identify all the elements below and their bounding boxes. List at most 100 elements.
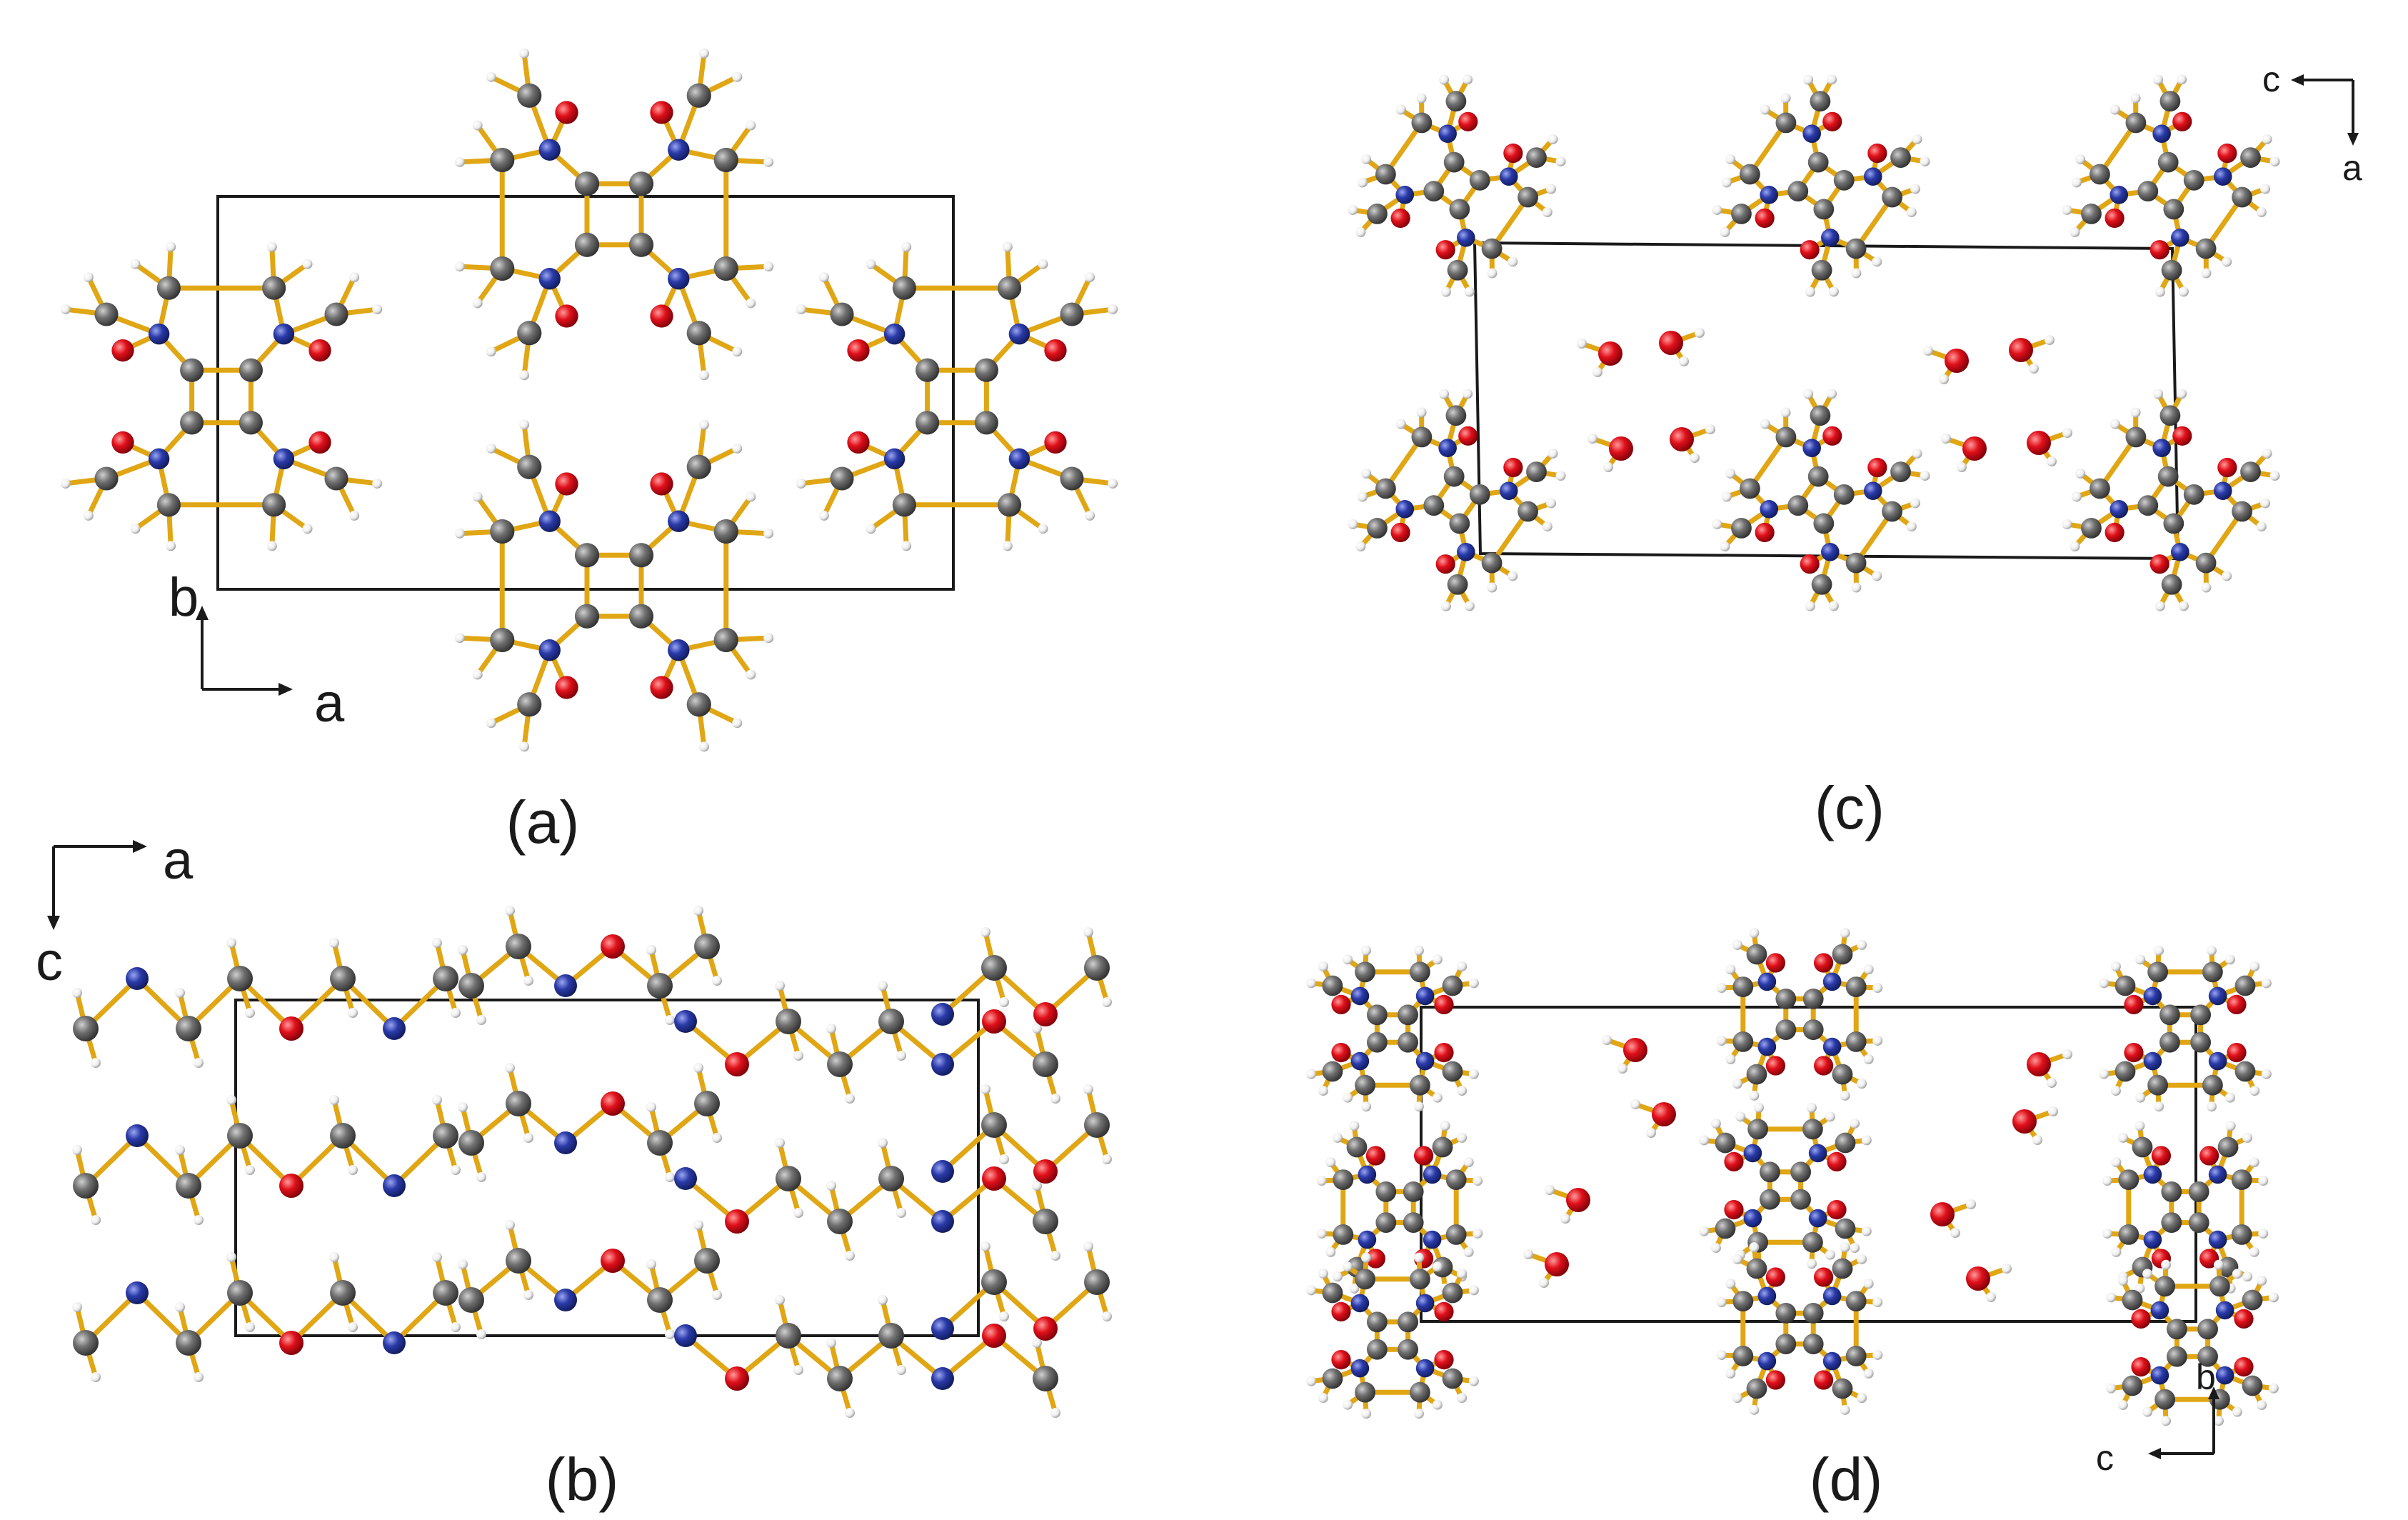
hydrogen-atom [901, 241, 912, 252]
nitrogen-atom [1438, 439, 1457, 458]
carbon-atom [1333, 1224, 1354, 1245]
hydrogen-atom [1440, 601, 1451, 611]
carbon-atom [1746, 1378, 1767, 1399]
carbon-atom [878, 1323, 904, 1349]
carbon-atom [1423, 495, 1445, 516]
oxygen-atom [2234, 1357, 2254, 1377]
hydrogen-atom [1805, 601, 1815, 611]
axis-indicator-b: a c [36, 830, 194, 992]
hydrogen-atom [1910, 184, 1921, 194]
oxygen-atom [601, 1249, 625, 1273]
axis-indicator-a: a b [169, 567, 345, 734]
nitrogen-atom [931, 1160, 954, 1183]
carbon-atom [1775, 989, 1797, 1009]
hydrogen-atom [2045, 335, 2055, 345]
carbon-atom [2188, 1181, 2209, 1202]
hydrogen-atom [175, 1145, 185, 1155]
hydrogen-atom [1851, 582, 1862, 593]
oxygen-atom [1414, 1146, 1434, 1166]
nitrogen-atom [1457, 542, 1475, 561]
nitrogen-atom [273, 448, 295, 470]
hydrogen-atom [1825, 1249, 1835, 1260]
hydrogen-atom [523, 976, 533, 986]
hydrogen-atom [1617, 1064, 1627, 1074]
hydrogen-atom [1592, 367, 1602, 377]
carbon-atom [1775, 112, 1797, 134]
hydrogen-atom [451, 1165, 461, 1175]
nitrogen-atom [1008, 323, 1030, 345]
hydrogen-atom [845, 1094, 855, 1104]
carbon-atom [490, 256, 515, 281]
nitrogen-atom [126, 967, 149, 990]
hydrogen-atom [763, 156, 774, 167]
carbon-atom [330, 1280, 356, 1306]
hydrogen-atom [1705, 424, 1715, 434]
hydrogen-atom [2161, 1259, 2172, 1270]
bond [1383, 434, 1425, 491]
carbon-atom [915, 411, 940, 435]
panel-c: c a (c) [1348, 59, 2362, 841]
hydrogen-atom [2062, 428, 2072, 438]
oxygen-atom [650, 101, 673, 124]
bond [1747, 120, 1789, 177]
carbon-atom [2159, 91, 2181, 112]
oxygen-atom [279, 1331, 303, 1355]
carbon-atom [1367, 1031, 1388, 1053]
hydrogen-atom [2154, 1101, 2164, 1112]
hydrogen-atom [1432, 1399, 1443, 1410]
carbon-atom [915, 358, 940, 382]
hydrogen-atom [901, 541, 912, 551]
nitrogen-atom [2152, 439, 2171, 458]
oxygen-atom [1390, 208, 1410, 229]
oxygen-atom [111, 339, 134, 362]
carbon-atom [1740, 478, 1760, 499]
hydrogen-atom [1357, 491, 1368, 502]
hydrogen-atom [2142, 1269, 2153, 1279]
hydrogen-atom [1343, 1261, 1353, 1272]
nitrogen-atom [1395, 186, 1415, 204]
nitrogen-atom [1350, 1294, 1370, 1313]
carbon-atom [2197, 1319, 2219, 1340]
carbon-atom [1802, 1119, 1823, 1140]
carbon-atom [1367, 518, 1388, 539]
hydrogen-atom [302, 259, 313, 269]
carbon-atom [1355, 1269, 1375, 1290]
axis-label-horizontal: c [2262, 59, 2280, 99]
carbon-atom [2090, 478, 2110, 499]
nitrogen-atom [1808, 1209, 1827, 1228]
hydrogen-atom [2130, 93, 2141, 104]
hydrogen-atom [1863, 1368, 1874, 1379]
hydrogen-atom [130, 259, 141, 269]
hydrogen-atom [2213, 1416, 2224, 1426]
hydrogen-atom [1861, 1135, 1872, 1146]
molecules-c [1348, 74, 2280, 611]
nitrogen-atom [1822, 972, 1842, 991]
hydrogen-atom [2117, 1132, 2128, 1143]
carbon-atom [1445, 1169, 1467, 1190]
hydrogen-atom [372, 304, 383, 315]
oxygen-atom [1814, 1370, 1834, 1390]
hydrogen-atom [2249, 1157, 2259, 1168]
hydrogen-atom [2048, 1106, 2058, 1116]
hydrogen-atom [476, 1172, 486, 1182]
hydrogen-atom [746, 669, 756, 680]
hydrogen-atom [746, 491, 756, 502]
hydrogen-atom [454, 156, 465, 167]
nitrogen-atom [1457, 228, 1475, 247]
carbon-atom [433, 1123, 458, 1149]
hydrogen-atom [2262, 134, 2272, 144]
carbon-atom [1746, 1258, 1767, 1279]
carbon-atom [827, 1209, 853, 1234]
hydrogen-atom [1725, 1054, 1736, 1064]
hydrogen-atom [2161, 1416, 2172, 1426]
hydrogen-atom [818, 272, 829, 283]
water-oxygen-atom [2009, 338, 2033, 362]
hydrogen-atom [454, 261, 465, 272]
hydrogen-atom [1760, 419, 1770, 429]
carbon-atom [2190, 1031, 2212, 1053]
nitrogen-atom [273, 323, 295, 345]
carbon-atom [776, 1009, 801, 1034]
hydrogen-atom [486, 718, 496, 729]
nitrogen-atom [674, 1324, 697, 1347]
carbon-atom [1732, 1291, 1754, 1311]
